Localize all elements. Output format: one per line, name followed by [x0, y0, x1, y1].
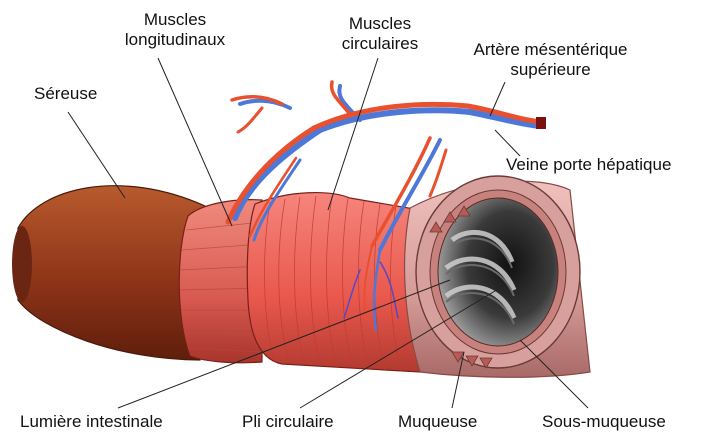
label-muscles-longitudinaux-line1: Muscles	[110, 10, 240, 30]
label-muscles-circulaires-line2: circulaires	[330, 34, 430, 54]
leader-muscles-circulaires	[328, 58, 378, 210]
label-muscles-longitudinaux: Muscles longitudinaux	[110, 10, 240, 50]
label-sous-muqueuse: Sous-muqueuse	[542, 412, 666, 432]
intestinal-lumen	[438, 198, 558, 346]
label-pli-circulaire: Pli circulaire	[242, 412, 334, 432]
label-muscles-circulaires: Muscles circulaires	[330, 14, 430, 54]
label-artere-mesenterique: Artère mésentérique supérieure	[448, 40, 653, 80]
label-muqueuse: Muqueuse	[398, 412, 477, 432]
vessel-cut-end	[536, 117, 546, 129]
label-veine-porte-hepatique: Veine porte hépatique	[506, 155, 671, 175]
label-artere-line2: supérieure	[448, 60, 653, 80]
label-muscles-longitudinaux-line2: longitudinaux	[110, 30, 240, 50]
label-lumiere-intestinale: Lumière intestinale	[20, 412, 163, 432]
leader-veine	[495, 130, 520, 156]
label-muscles-circulaires-line1: Muscles	[330, 14, 430, 34]
label-artere-line1: Artère mésentérique	[448, 40, 653, 60]
serosa-layer	[18, 186, 205, 360]
leader-sereuse	[68, 112, 125, 198]
serosa-end	[12, 226, 32, 302]
label-sereuse: Séreuse	[34, 84, 97, 104]
